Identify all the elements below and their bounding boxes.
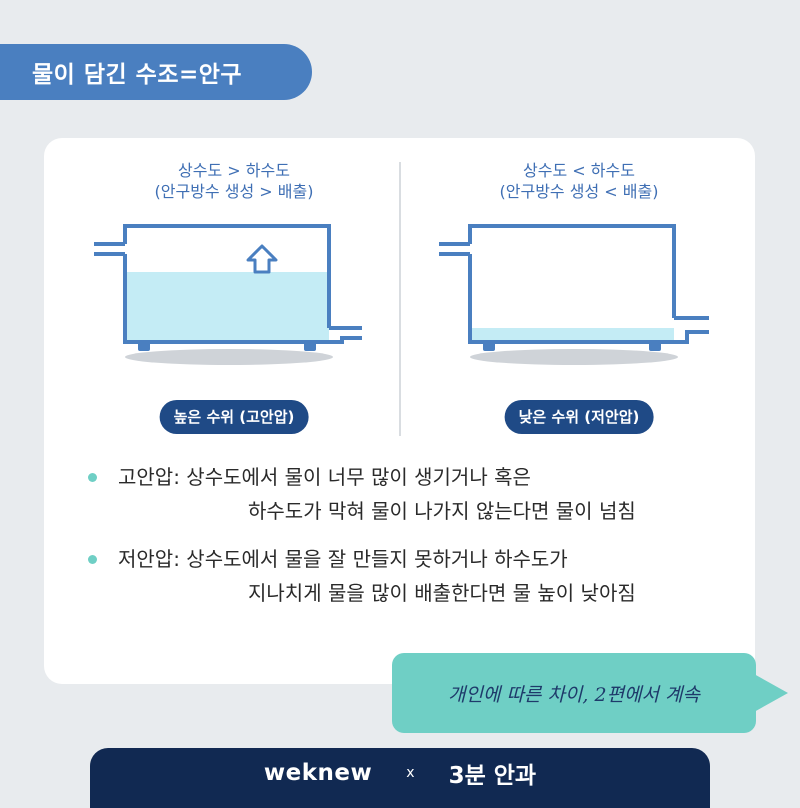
diagram-divider <box>399 162 401 436</box>
tank-shadow <box>125 349 333 365</box>
tank-foot-right <box>649 342 661 351</box>
brand-logo: weknew <box>263 760 373 786</box>
footer-bar: weknew x 3분 안과 <box>90 748 710 808</box>
list-item-line2: 하수도가 막혀 물이 나가지 않는다면 물이 넘침 <box>248 499 636 523</box>
low-pressure-diagram: 상수도 < 하수도 (안구방수 생성 < 배출) 낮은 수위 (저안압) <box>419 160 739 434</box>
tank-foot-right <box>304 342 316 351</box>
speech-bubble-text: 개인에 따른 차이, 2편에서 계속 <box>447 683 701 706</box>
right-condition-line2: (안구방수 생성 < 배출) <box>499 182 659 201</box>
inlet-pipe <box>439 242 470 256</box>
left-condition: 상수도 > 하수도 (안구방수 생성 > 배출) <box>74 160 394 202</box>
speech-bubble: 개인에 따른 차이, 2편에서 계속 <box>392 653 756 733</box>
speech-bubble-tail <box>754 674 788 712</box>
tank-foot-left <box>138 342 150 351</box>
list-item-line2: 지나치게 물을 많이 배출한다면 물 높이 낮아짐 <box>248 581 636 605</box>
high-level-badge: 높은 수위 (고안압) <box>159 400 309 434</box>
tank-outline <box>468 224 676 344</box>
collab-separator: x <box>406 765 415 781</box>
outlet-pipe <box>674 316 709 344</box>
right-condition: 상수도 < 하수도 (안구방수 생성 < 배출) <box>419 160 739 202</box>
bullet-dot-icon <box>88 555 97 564</box>
tank-outline <box>123 224 331 344</box>
explanation-list: 고안압: 상수도에서 물이 너무 많이 생기거나 혹은 하수도가 막혀 물이 나… <box>88 460 738 624</box>
tank-water <box>470 328 674 342</box>
bullet-dot-icon <box>88 473 97 482</box>
list-item-low-pressure: 저안압: 상수도에서 물을 잘 만들지 못하거나 하수도가 지나치게 물을 많이… <box>88 542 738 610</box>
left-condition-line2: (안구방수 생성 > 배출) <box>154 182 314 201</box>
right-condition-line1: 상수도 < 하수도 <box>523 161 635 180</box>
section-title: 물이 담긴 수조=안구 <box>0 44 312 100</box>
content-card: 상수도 > 하수도 (안구방수 생성 > 배출) 높은 수위 (고안압) 상수도… <box>44 138 755 684</box>
tank-shadow <box>470 349 678 365</box>
high-pressure-diagram: 상수도 > 하수도 (안구방수 생성 > 배출) 높은 수위 (고안압) <box>74 160 394 434</box>
high-water-tank-illustration <box>94 224 362 365</box>
rising-arrow-icon <box>246 244 278 274</box>
list-item-line1: 고안압: 상수도에서 물이 너무 많이 생기거나 혹은 <box>118 465 531 489</box>
low-water-tank-illustration <box>439 224 709 365</box>
outlet-pipe <box>329 326 362 344</box>
list-item-line1: 저안압: 상수도에서 물을 잘 만들지 못하거나 하수도가 <box>118 547 568 571</box>
section-title-text: 물이 담긴 수조=안구 <box>32 62 243 88</box>
tank-foot-left <box>483 342 495 351</box>
tank-water <box>125 272 329 342</box>
list-item-high-pressure: 고안압: 상수도에서 물이 너무 많이 생기거나 혹은 하수도가 막혀 물이 나… <box>88 460 738 528</box>
left-condition-line1: 상수도 > 하수도 <box>178 161 290 180</box>
inlet-pipe <box>94 242 125 256</box>
low-level-badge: 낮은 수위 (저안압) <box>504 400 654 434</box>
partner-logo: 3분 안과 <box>448 763 537 789</box>
